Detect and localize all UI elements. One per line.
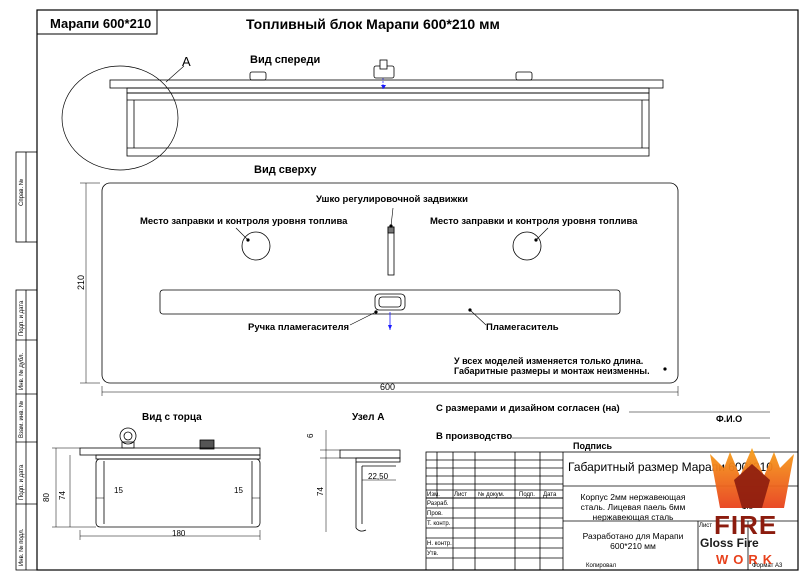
dim-end-width: 180 bbox=[172, 529, 186, 538]
logo-word-fire: FIRE bbox=[714, 510, 778, 540]
regulator-knob bbox=[373, 59, 395, 89]
row-tkontr: Т. контр. bbox=[427, 521, 451, 527]
dim-end-h1: 80 bbox=[42, 493, 51, 502]
fire-work-logo bbox=[704, 446, 800, 572]
approval-lines bbox=[512, 411, 770, 439]
note-line-1: У всех моделей изменяется только длина. bbox=[454, 356, 644, 366]
title-block-material: Корпус 2мм нержавеющая сталь. Лицевая па… bbox=[580, 492, 686, 522]
top-view bbox=[101, 182, 679, 384]
left-margin-grid bbox=[15, 151, 38, 571]
fill-point-right-label: Место заправки и контроля уровня топлива bbox=[430, 216, 638, 227]
dim-end-h2: 74 bbox=[58, 491, 67, 500]
handle-axis bbox=[388, 312, 392, 330]
dim-node-h2: 74 bbox=[316, 487, 325, 496]
end-dimensions bbox=[52, 447, 261, 540]
stamp-box bbox=[36, 9, 158, 35]
title-block-sheet: Лист bbox=[699, 523, 713, 529]
callout-a-label: А bbox=[182, 54, 191, 69]
row-prov: Пров. bbox=[427, 511, 443, 517]
dim-node-width: 22,50 bbox=[368, 472, 389, 481]
margin-inv-dubl: Инв. № дубл. bbox=[19, 352, 25, 390]
logo-word-work: WORK bbox=[716, 552, 778, 567]
margin-vzam: Взам. инв. № bbox=[19, 400, 25, 438]
col-list: Лист bbox=[454, 492, 468, 498]
fill-point-left-label: Место заправки и контроля уровня топлива bbox=[140, 216, 348, 227]
row-nkontr: Н. контр. bbox=[427, 541, 452, 547]
margin-sprav: Справ. № bbox=[19, 178, 25, 206]
title-block-developed: Разработано для Марапи 600*210 мм bbox=[582, 531, 684, 551]
node-a-label: Узел А bbox=[352, 412, 385, 423]
node-a-view bbox=[339, 449, 401, 532]
margin-podp-1: Подп. и дата bbox=[19, 300, 25, 336]
end-view-label: Вид с торца bbox=[142, 412, 202, 423]
handle-label: Ручка пламегасителя bbox=[248, 322, 350, 333]
dim-end-left: 15 bbox=[114, 486, 123, 495]
margin-podp-2: Подп. и дата bbox=[19, 464, 25, 500]
col-date: Дата bbox=[543, 492, 557, 498]
approval-production: В производство bbox=[436, 431, 513, 442]
top-dimensions bbox=[80, 182, 679, 396]
dim-width: 600 bbox=[380, 382, 396, 392]
margin-inv-podl: Инв. № подл. bbox=[19, 528, 25, 566]
title-block-grid bbox=[425, 451, 799, 571]
end-view bbox=[79, 427, 261, 528]
front-view-label: Вид спереди bbox=[250, 54, 321, 66]
damper-eye-label: Ушко регулировочной задвижки bbox=[316, 194, 468, 205]
leader-lines bbox=[235, 207, 667, 371]
row-razrab: Разраб. bbox=[427, 501, 449, 507]
dim-node-h1: 6 bbox=[306, 433, 315, 438]
col-sign: Подп. bbox=[519, 492, 535, 498]
title-block-copied: Копировал bbox=[586, 563, 617, 569]
row-utv: Утв. bbox=[427, 551, 439, 557]
extinguisher-label: Пламегаситель bbox=[486, 322, 559, 333]
approval-fio: Ф.И.О bbox=[716, 414, 743, 424]
col-izm: Изм. bbox=[427, 492, 440, 498]
dim-height: 210 bbox=[76, 274, 86, 290]
dim-end-right: 15 bbox=[234, 486, 243, 495]
title-block-format: Формат А3 bbox=[752, 563, 783, 569]
front-view bbox=[61, 65, 664, 171]
node-a-dimensions bbox=[320, 430, 396, 532]
page-title: Топливный блок Марапи 600*210 мм bbox=[246, 16, 500, 32]
note-line-2: Габаритные размеры и монтаж неизменны. bbox=[454, 366, 650, 376]
stamp-label: Марапи 600*210 bbox=[50, 16, 152, 31]
top-view-label: Вид сверху bbox=[254, 164, 317, 176]
approval-signature: Подпись bbox=[573, 441, 613, 451]
col-doc: № докум. bbox=[478, 492, 505, 498]
logo-overlap-text: Gloss Fire bbox=[700, 536, 759, 550]
approval-agreed: С размерами и дизайном согласен (на) bbox=[436, 403, 620, 414]
